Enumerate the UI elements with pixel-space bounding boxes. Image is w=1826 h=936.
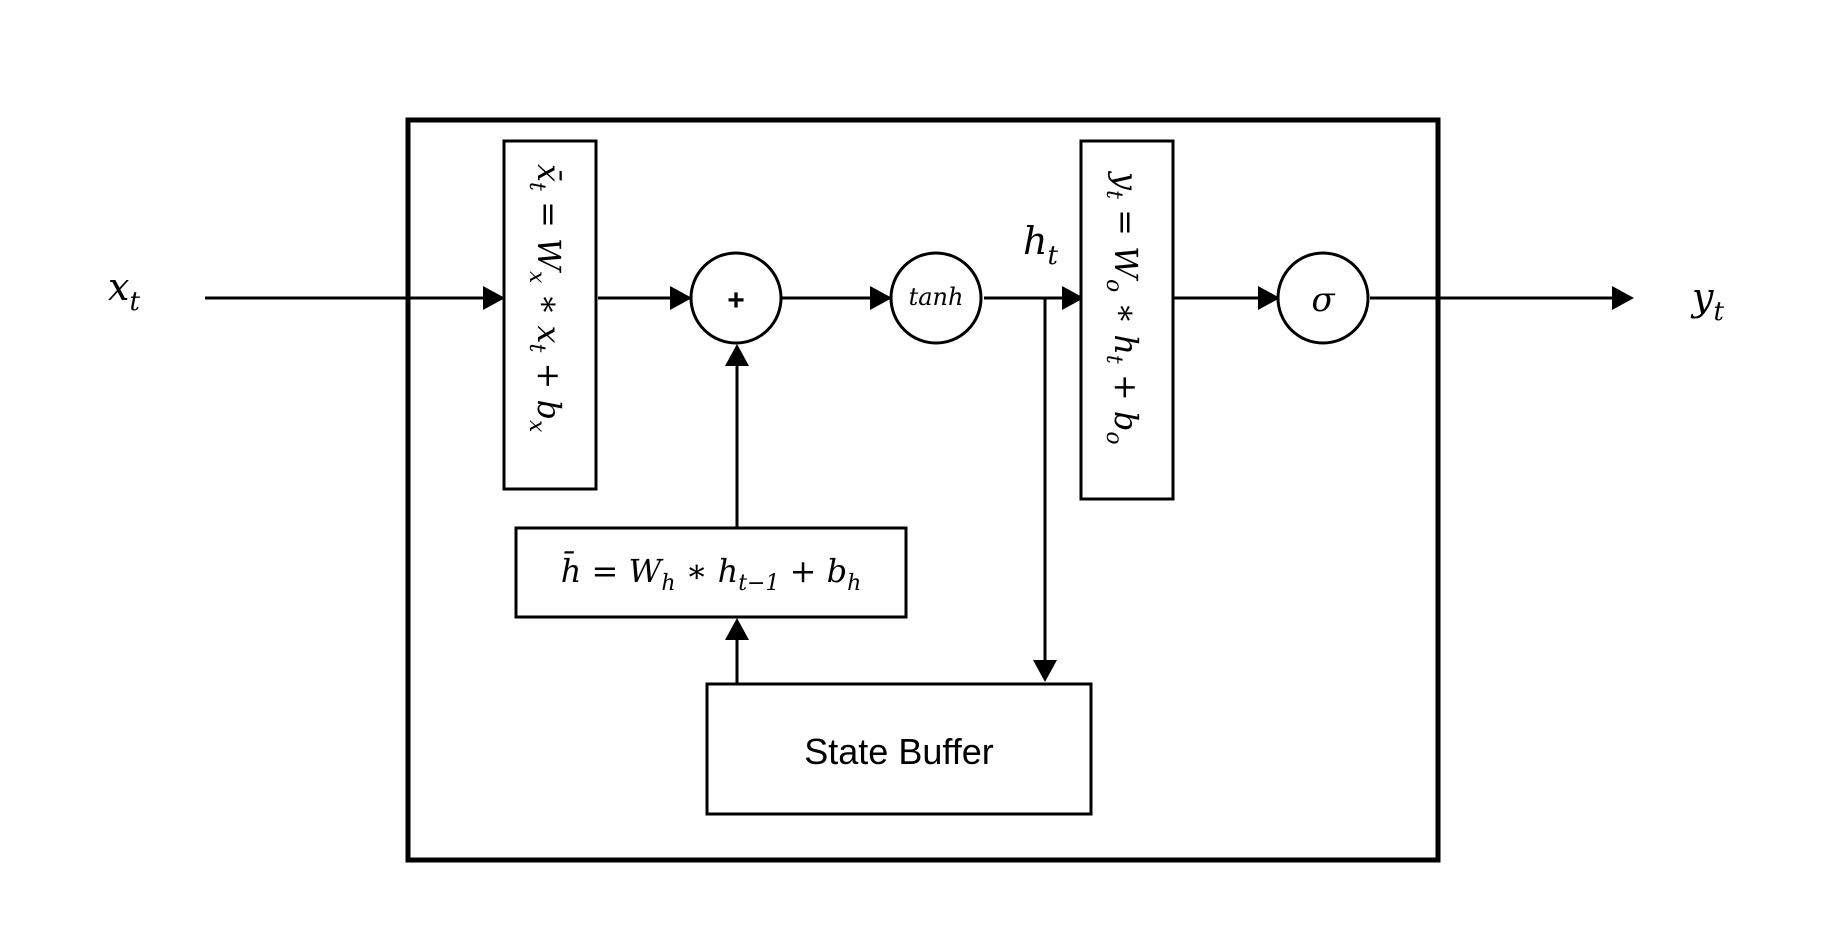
input-label: xt [108, 265, 140, 317]
input-transform-equation: x̄t = Wx ∗ xt + bx [524, 164, 568, 433]
input-transform-box [502, 139, 598, 491]
tanh-node: tanh [889, 251, 983, 345]
adder-symbol: + [727, 284, 745, 317]
adder-arrowhead [670, 286, 692, 310]
input-transform-block: x̄t = Wx ∗ xt + bx [502, 139, 598, 491]
input-arrowhead [483, 286, 505, 310]
recurrent-arrowhead [725, 344, 749, 366]
adder-circle [689, 251, 783, 345]
output-transform-box [1079, 139, 1175, 501]
output-arrowhead [1612, 286, 1634, 310]
sigmoid-arrowhead [1258, 286, 1280, 310]
state-buffer-box [705, 682, 1093, 816]
connections [205, 286, 1634, 684]
tanh-circle [889, 251, 983, 345]
sigmoid-node: σ [1276, 251, 1370, 345]
output-transform-arrowhead [1062, 286, 1084, 310]
buffer-out-arrowhead [725, 618, 749, 640]
hidden-state-label: ht [1023, 219, 1058, 271]
sigmoid-symbol: σ [1311, 280, 1335, 320]
state-buffer-block: State Buffer [705, 682, 1093, 816]
output-transform-equation: yt = Wo ∗ ht + bo [1101, 170, 1145, 445]
tanh-arrowhead [870, 286, 892, 310]
recurrent-transform-box [514, 526, 908, 619]
buffer-arrowhead [1033, 660, 1057, 682]
output-transform-block: yt = Wo ∗ ht + bo [1079, 139, 1175, 501]
adder-node: + [689, 251, 783, 345]
rnn-cell-boundary [405, 117, 1441, 863]
state-buffer-label: State Buffer [804, 731, 993, 772]
output-label: yt [1690, 275, 1724, 327]
tanh-label: tanh [909, 283, 964, 311]
recurrent-transform-equation: h̄ = Wh ∗ ht−1 + bh [561, 551, 862, 596]
sigmoid-circle [1276, 251, 1370, 345]
recurrent-transform-block: h̄ = Wh ∗ ht−1 + bh [514, 526, 908, 619]
